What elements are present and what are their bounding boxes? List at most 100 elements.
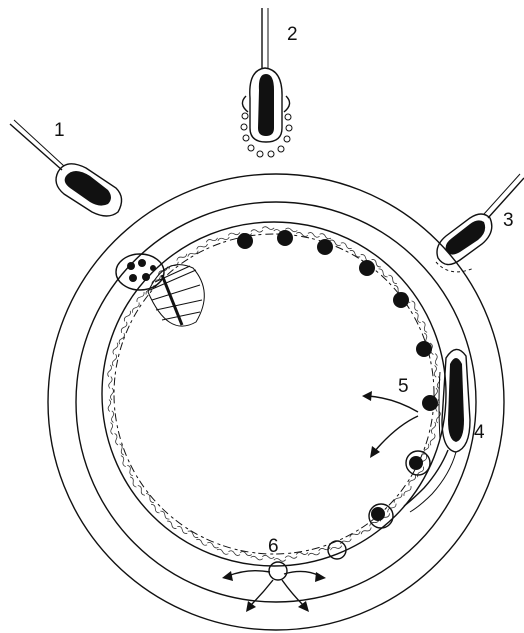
arrow-curve [368,396,418,412]
cortex-squiggle [262,227,274,230]
arrow-curve [228,571,270,576]
granule-core [371,507,385,521]
cortical-granule [416,341,432,357]
cortex-squiggle [160,511,169,519]
sperm-1 [10,120,122,216]
cortex-squiggle [130,477,136,487]
sperm-1-nucleus [65,171,111,206]
exocytosing-granules [369,451,430,528]
cortex-squiggle [379,269,388,277]
cortex-squiggle [331,546,342,550]
cortex-squiggle [274,558,286,561]
cortex-squiggle [218,237,229,241]
cortex-squiggle [113,343,118,355]
cortex-squiggle [361,527,371,534]
cortical-granule [359,260,375,276]
cortex-squiggle [251,556,263,560]
cortex-squiggle [121,456,126,467]
cortex-squiggle [120,444,124,455]
vesicle [257,151,263,157]
arrow-head [222,571,233,581]
cortex-squiggle [320,234,331,239]
cortical-granule [317,239,333,255]
cortex-squiggle [430,434,435,446]
site-6-arrows [222,571,326,612]
cortex-squiggle [108,365,112,377]
sperm-4 [404,349,470,512]
arrow-curve [284,571,320,576]
arrow-head [362,391,372,401]
polar-body-chromosome [142,273,150,281]
cortex-squiggle [412,301,418,311]
cortical-granule [277,230,293,246]
arrow-curve [374,416,418,452]
cortex-squiggle [434,365,436,377]
cortical-granule [237,233,253,249]
cortex-squiggle [196,539,207,545]
cortex-squiggle [217,549,228,554]
site-5-arrows [362,391,418,458]
cortex-squiggle [435,354,437,366]
cortex-squiggle [132,303,139,313]
sperm-3-tail [484,174,520,214]
cortex-squiggle [111,388,114,400]
sperm-3-nucleus [446,220,486,254]
sperm-4-nucleus [448,358,464,442]
cortex-squiggle [409,475,416,485]
cortex-squiggle [228,232,240,235]
cortex-squiggle [341,243,352,249]
cortex-squiggle [115,433,118,445]
vesicle [278,146,284,152]
cortex-squiggle [389,275,397,284]
sperm-2-nucleus [258,74,274,136]
cortex-squiggle [151,504,159,513]
cortex-squiggle [137,292,144,302]
label-5: 5 [398,376,409,397]
cortex-squiggle [431,422,435,434]
polar-body-chromosome [127,262,135,270]
egg-cortex-inner [114,234,434,554]
cortex-squiggle [350,531,360,537]
cortex-squiggle [296,232,308,236]
granule-core [409,456,423,470]
cortex-squiggle [121,322,127,333]
arrow-head [298,601,309,612]
cortex-squiggle [108,400,111,412]
cortical-granule [422,395,438,411]
cortex-squiggle [197,244,208,249]
cortex-squiggle [285,556,297,558]
cortex-squiggle [229,551,241,556]
label-6: 6 [268,536,279,557]
vesicle [248,145,254,151]
cortex-squiggle [308,233,320,238]
polar-body-chromosome [150,265,156,271]
label-3: 3 [503,210,514,231]
cortex-squiggle [240,552,252,556]
label-4: 4 [474,422,485,443]
cortex-squiggle [404,486,411,496]
label-1: 1 [54,120,65,141]
sperm-2 [241,8,292,157]
vesicle [286,125,292,131]
sperm-4-membrane-fold [439,372,440,440]
cortex-squiggle [308,553,320,556]
cortex-squiggle [167,521,176,529]
cortex-squiggle [251,230,263,232]
egg-membrane [102,222,446,566]
vesicle [242,113,248,119]
cortex-squiggle [422,321,427,332]
cortex-squiggle [206,238,217,242]
cortex-squiggle [112,354,116,366]
vesicle [243,135,249,141]
arrow-head [315,572,326,582]
vesicle [268,151,274,157]
cortex-squiggle [111,411,113,423]
arrow-head [246,601,256,612]
cortex-squiggle [177,254,187,261]
cortex-squiggle [111,423,113,435]
cortical-granule [393,292,409,308]
vesicle [285,114,291,120]
cortex-squiggle [109,377,112,389]
cortex-squiggle [124,311,130,322]
